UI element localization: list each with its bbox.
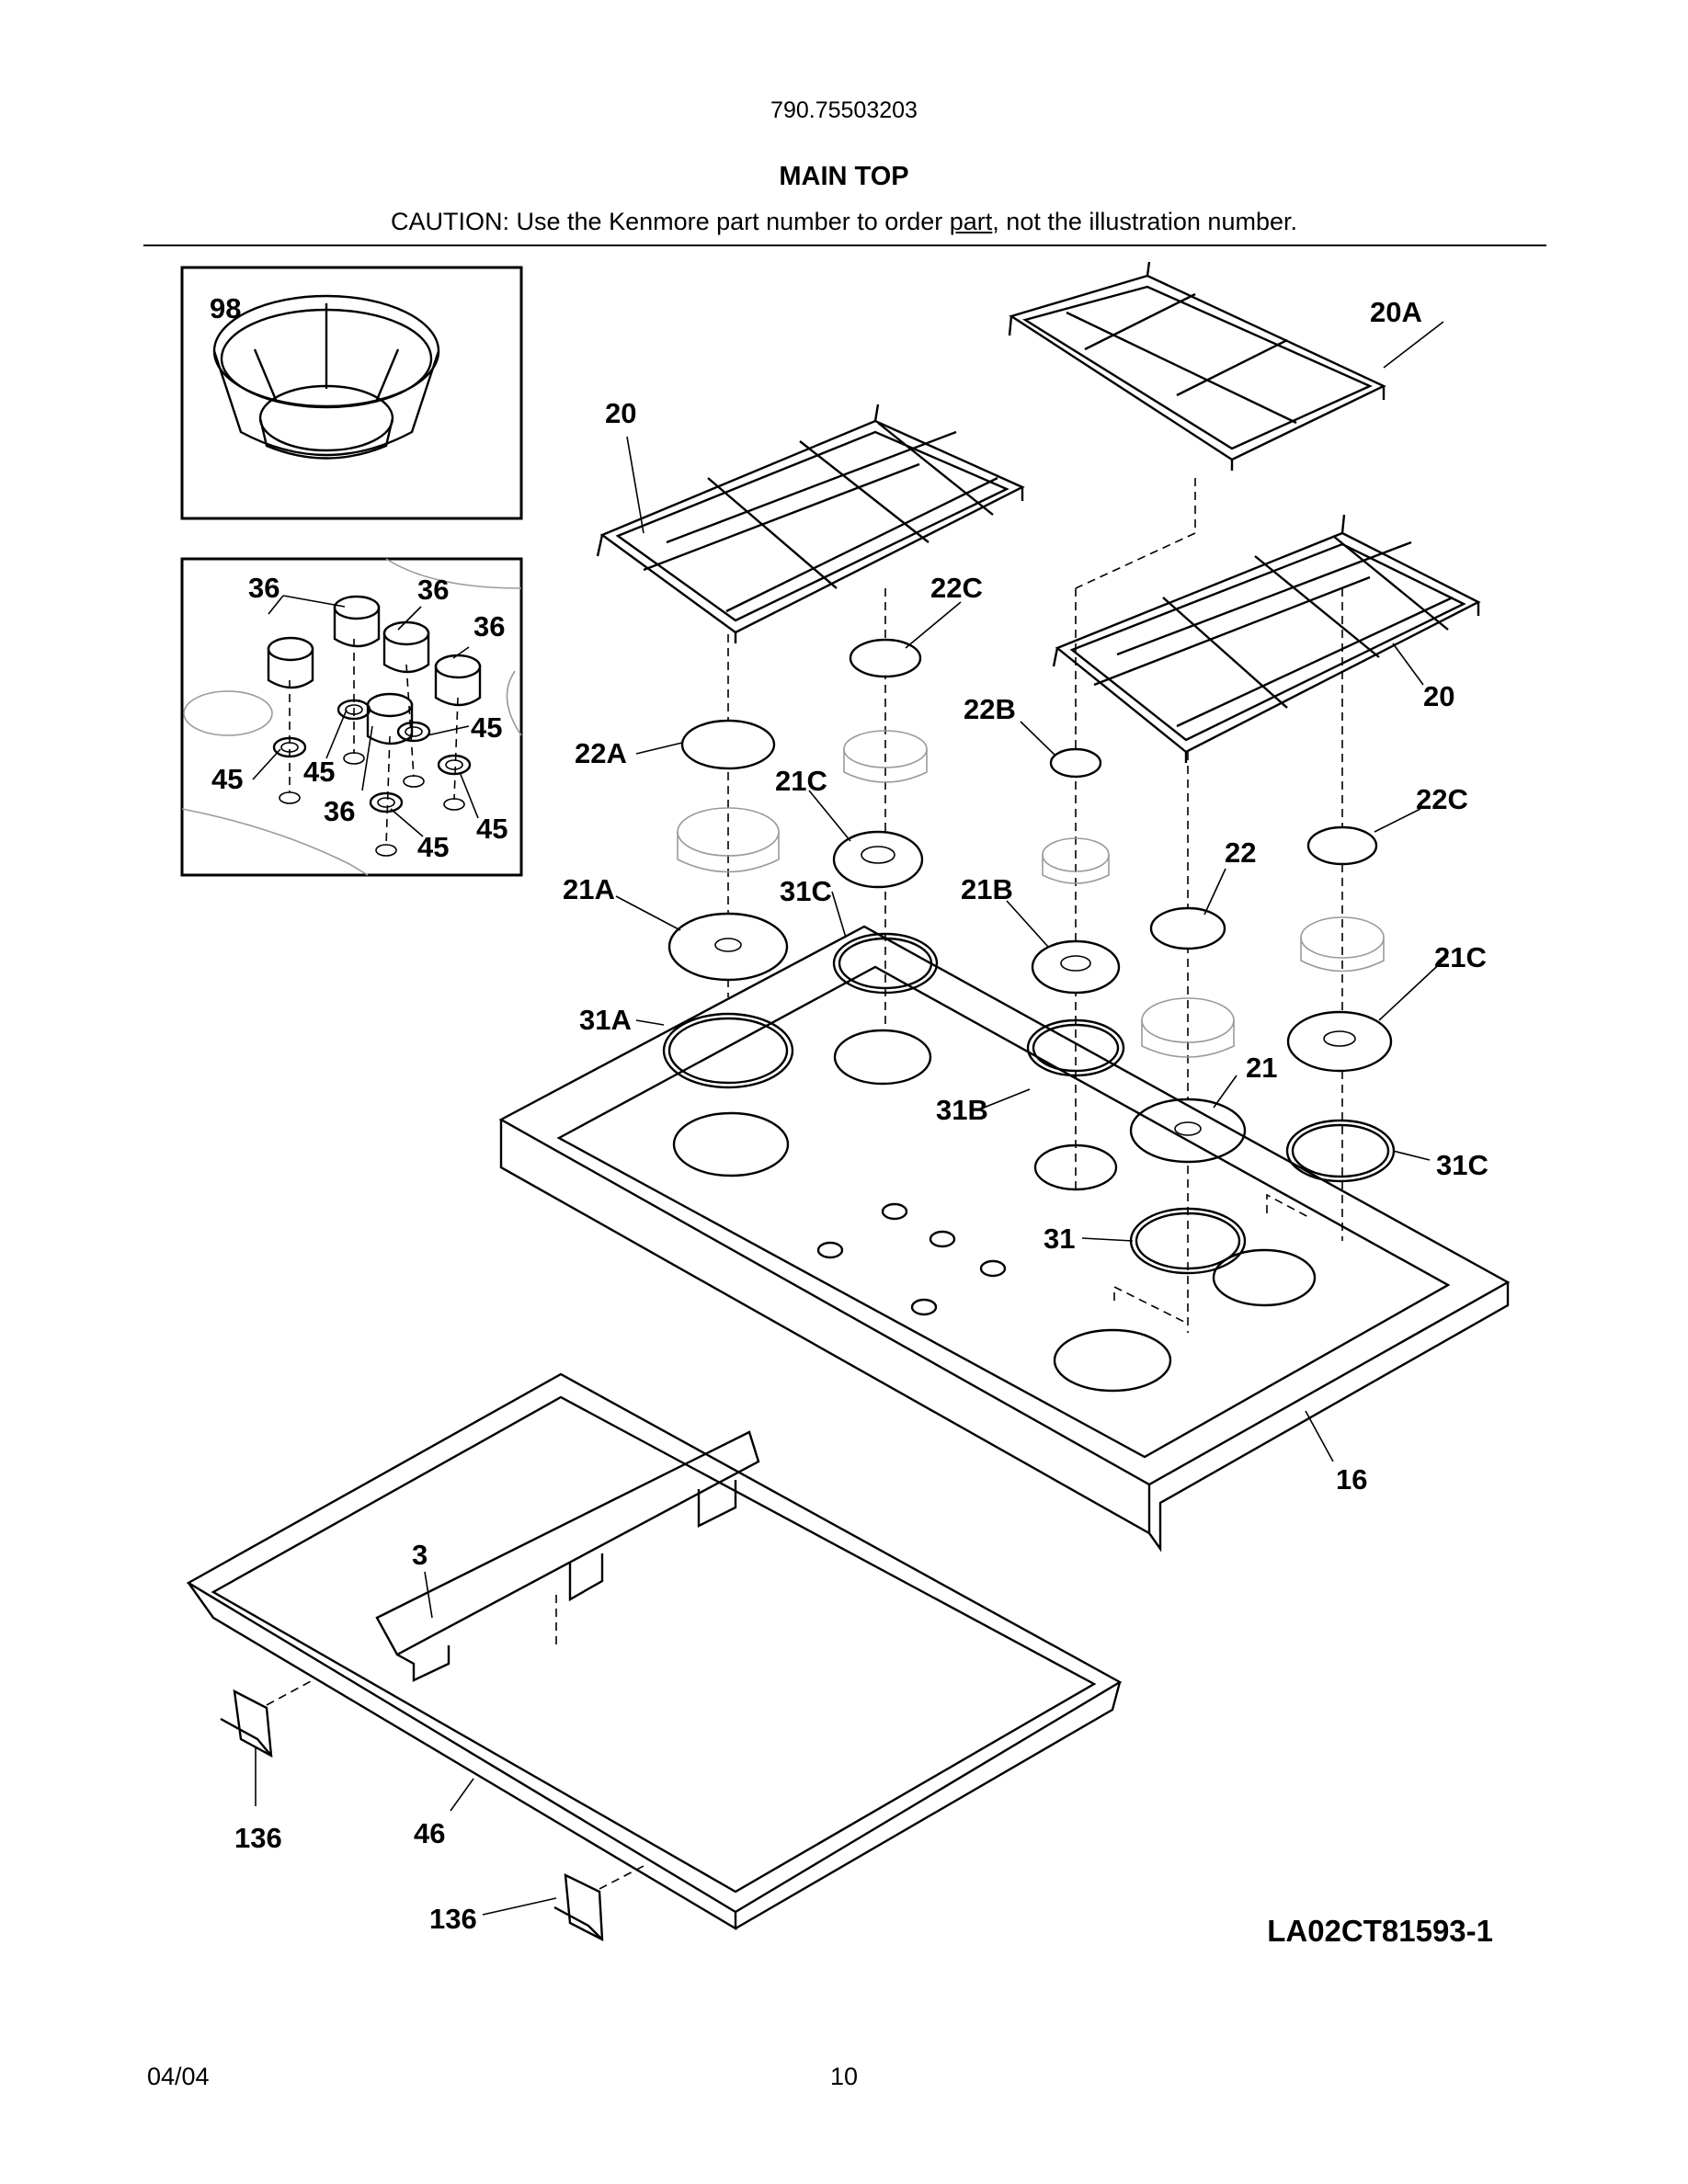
callout-labels: 98 20A 20 20 36 36 36 36 45 45 45 45 45 … <box>210 292 1488 1935</box>
main-top-panel <box>498 925 1511 1553</box>
bracket-136-bottom <box>553 1865 644 1942</box>
page-title: MAIN TOP <box>779 162 909 191</box>
callout-46: 46 <box>414 1817 445 1849</box>
caution-note: CAUTION: Use the Kenmore part number to … <box>0 208 1688 236</box>
grate-right-rear-20a <box>1008 261 1386 471</box>
support-frame <box>186 1372 1123 1931</box>
caution-underlined-word: part <box>949 208 993 235</box>
callout-20a: 20A <box>1370 296 1422 328</box>
drawing-id: LA02CT81593-1 <box>1267 1914 1493 1948</box>
header-divider <box>143 245 1546 246</box>
callout-22b: 22B <box>964 693 1016 725</box>
callout-20-right: 20 <box>1423 680 1454 712</box>
inset-98-wok-ring <box>180 266 523 520</box>
leader-lines <box>252 321 1449 1916</box>
callout-21c-left: 21C <box>775 765 827 797</box>
callout-36-a: 36 <box>248 572 279 604</box>
caution-text-end: , not the illustration number. <box>992 208 1297 235</box>
grate-left <box>596 404 1025 643</box>
grate-right-front-20 <box>1052 514 1481 763</box>
callout-20-left: 20 <box>605 397 636 429</box>
page-number: 10 <box>829 2063 859 2090</box>
callout-31b: 31B <box>936 1094 988 1126</box>
callout-3: 3 <box>412 1539 428 1571</box>
callout-45-b: 45 <box>303 756 335 788</box>
callout-45-a: 45 <box>471 711 502 744</box>
burner-components <box>662 478 1396 1333</box>
callout-31c-left: 31C <box>780 875 832 907</box>
inset-knobs-and-seals <box>180 557 523 877</box>
callout-21b: 21B <box>961 873 1013 905</box>
callout-136-bottom: 136 <box>429 1903 477 1935</box>
callout-31c-right: 31C <box>1436 1149 1488 1181</box>
model-number: 790.75503203 <box>770 97 918 123</box>
callout-21: 21 <box>1246 1052 1277 1084</box>
callout-36-d: 36 <box>324 795 355 827</box>
callout-22c-top: 22C <box>930 572 983 604</box>
callout-45-e: 45 <box>417 831 449 863</box>
callout-16: 16 <box>1336 1463 1367 1496</box>
callout-36-b: 36 <box>417 574 449 606</box>
callout-22: 22 <box>1225 836 1256 869</box>
bracket-136-left <box>220 1679 314 1758</box>
caution-text: CAUTION: Use the Kenmore part number to … <box>391 208 950 235</box>
callout-136-left: 136 <box>234 1822 282 1854</box>
callout-36-c: 36 <box>473 610 505 643</box>
callout-21a: 21A <box>563 873 615 905</box>
callout-22a: 22A <box>575 737 627 769</box>
callout-45-c: 45 <box>211 763 243 795</box>
footer-date: 04/04 <box>147 2063 210 2090</box>
callout-21c-right: 21C <box>1434 941 1487 973</box>
callout-31a: 31A <box>579 1004 632 1036</box>
callout-98: 98 <box>210 292 241 324</box>
callout-22c-right: 22C <box>1416 783 1468 815</box>
callout-45-d: 45 <box>476 813 508 845</box>
callout-31: 31 <box>1044 1223 1075 1255</box>
